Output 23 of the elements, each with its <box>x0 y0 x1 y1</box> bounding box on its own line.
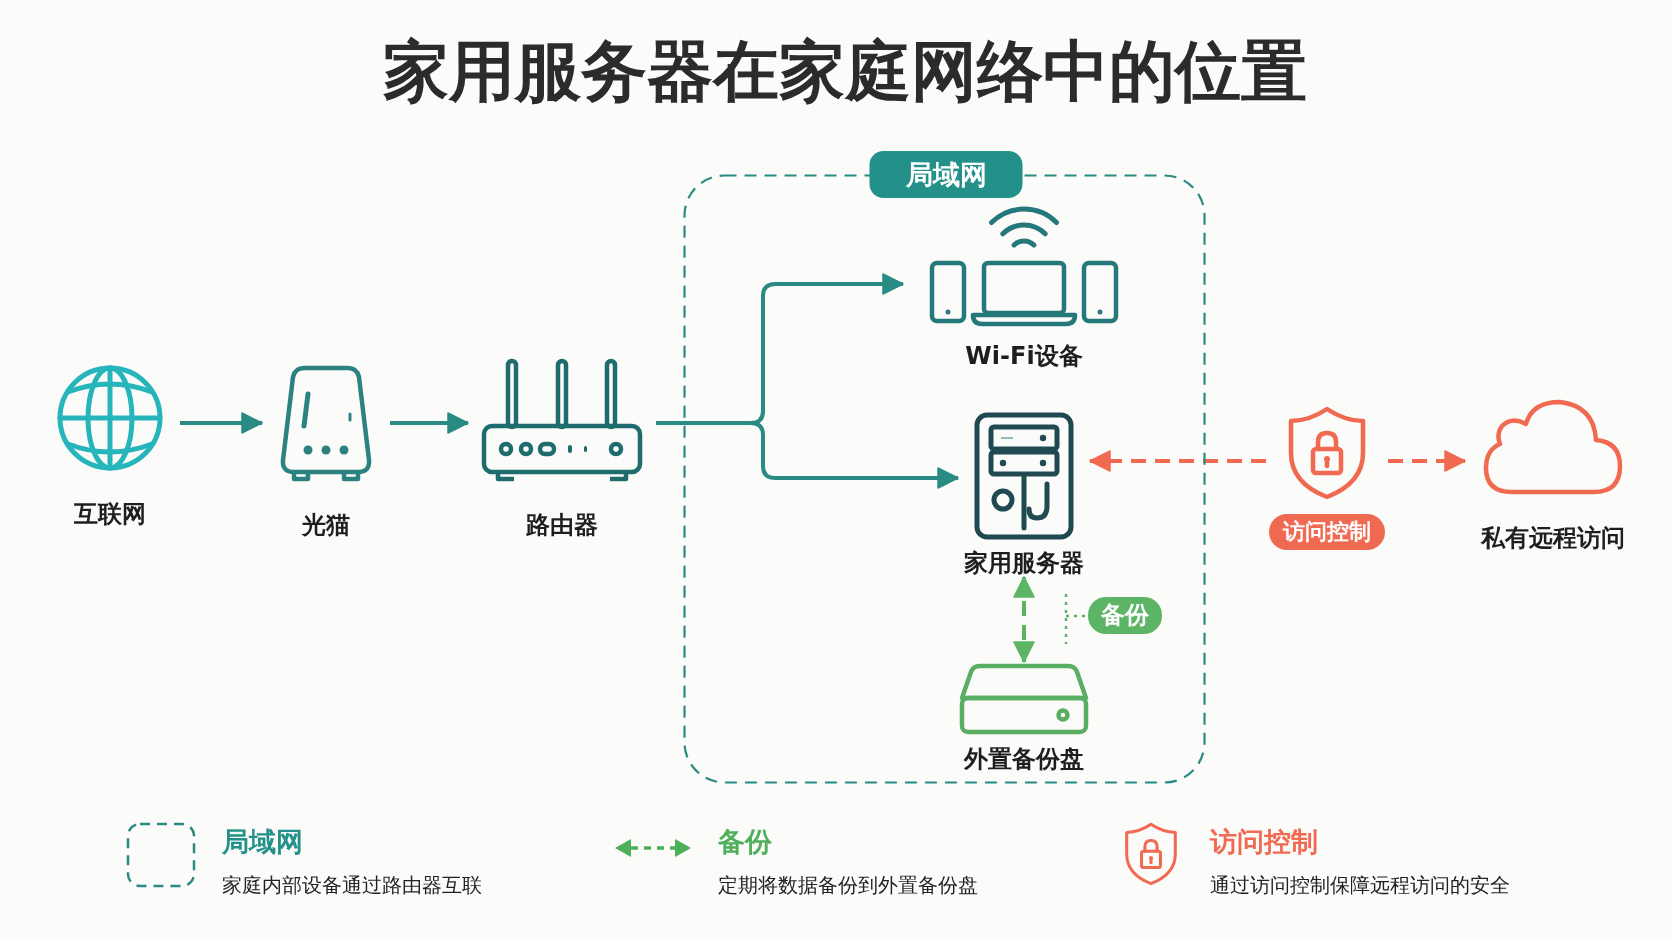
edge-label: 备份 <box>1088 597 1162 634</box>
node-label: 外置备份盘 <box>964 745 1084 773</box>
legend-text: 定期将数据备份到外置备份盘 <box>718 872 978 898</box>
node-label: Wi-Fi设备 <box>965 342 1083 370</box>
title: 家用服务器在家庭网络中的位置 <box>383 32 1307 112</box>
arrow <box>656 421 959 489</box>
legend-text: 通过访问控制保障远程访问的安全 <box>1210 872 1510 898</box>
label-pill: 访问控制 <box>1269 514 1385 550</box>
arrow <box>390 412 469 434</box>
group-badge: 局域网 <box>869 151 1023 198</box>
dashed-double-arrow <box>1013 576 1035 663</box>
legend-text: 家庭内部设备通过路由器互联 <box>222 872 482 898</box>
node-label: 路由器 <box>526 511 598 539</box>
arrow <box>180 412 263 434</box>
dashed-arrow <box>1388 450 1466 472</box>
legend-title: 局域网 <box>222 826 303 858</box>
legend-title: 备份 <box>718 826 772 858</box>
node-label: 光猫 <box>302 511 350 539</box>
dashed-arrow <box>1089 450 1266 472</box>
legend-title: 访问控制 <box>1210 826 1318 858</box>
node-label: 家用服务器 <box>964 549 1084 577</box>
node-label: 互联网 <box>74 500 146 528</box>
node-label: 私有远程访问 <box>1480 524 1625 552</box>
